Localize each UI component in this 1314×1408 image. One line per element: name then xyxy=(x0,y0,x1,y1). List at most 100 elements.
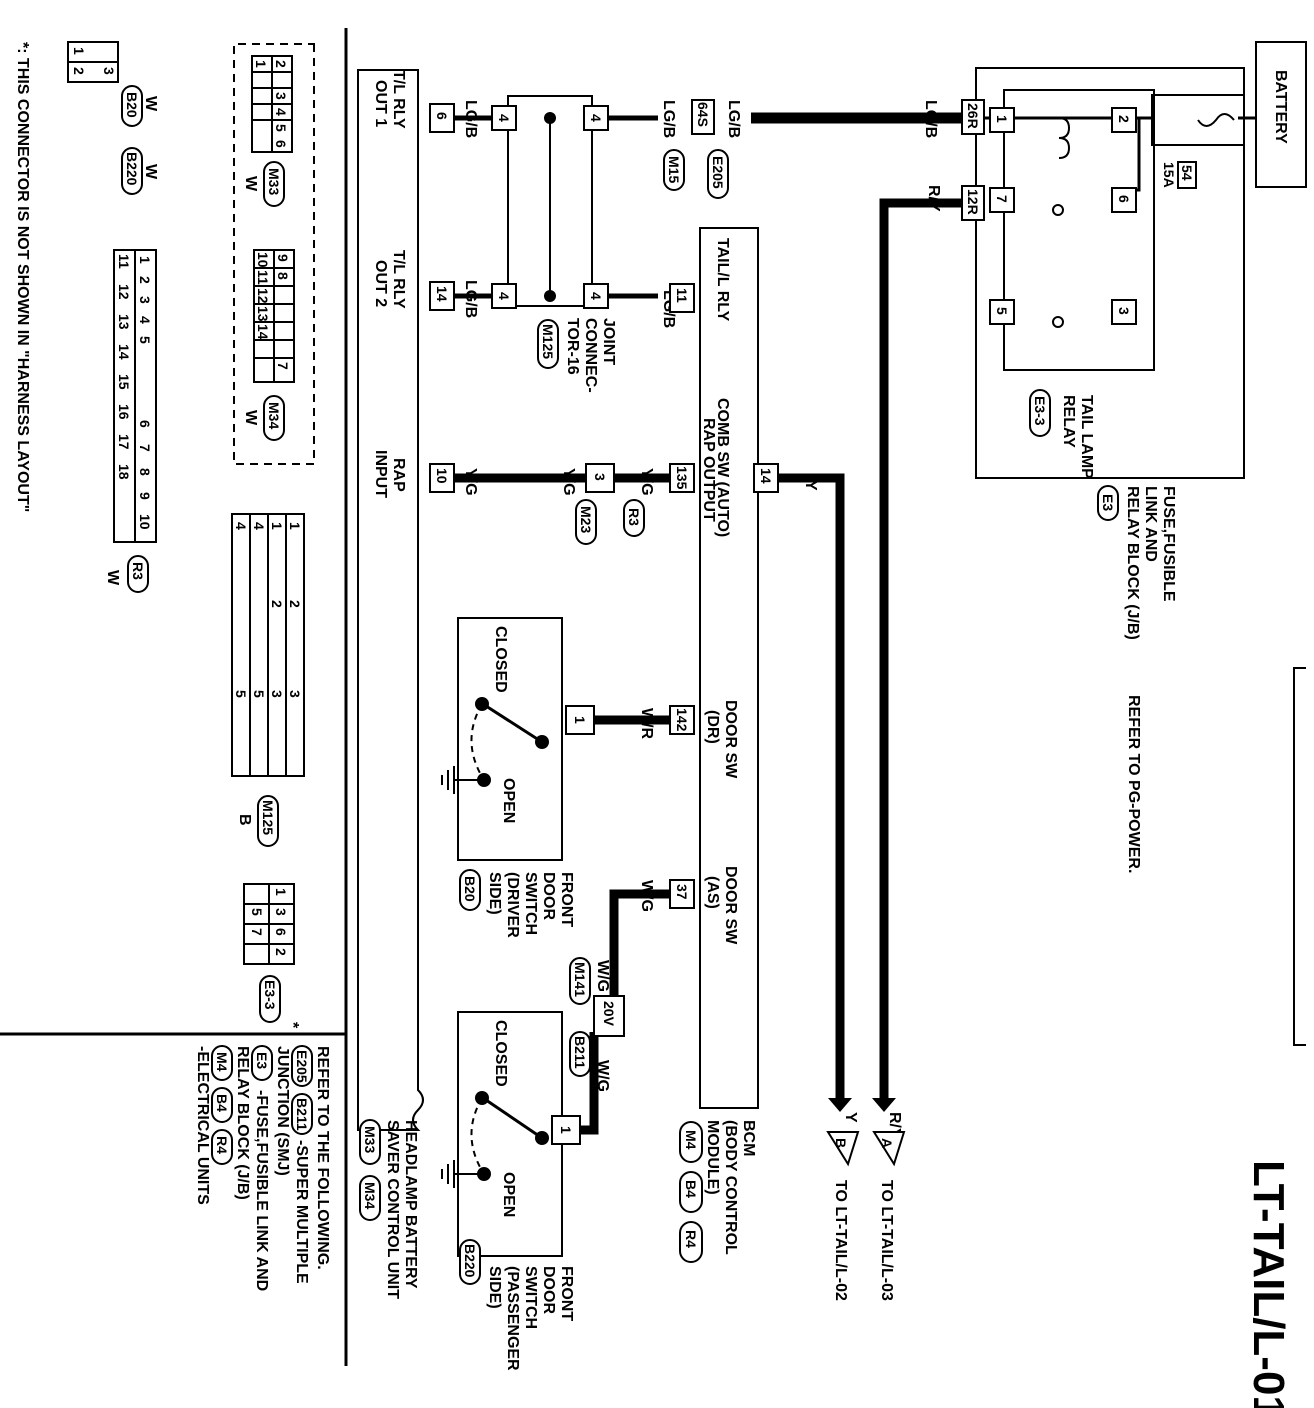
svg-text:M4: M4 xyxy=(214,1052,230,1072)
fuse-block-connector-badge xyxy=(1097,485,1119,521)
svg-text:12: 12 xyxy=(255,288,271,304)
svg-text:11: 11 xyxy=(255,270,271,285)
svg-text:E3-3: E3-3 xyxy=(262,980,278,1010)
battery-label: BATTERY xyxy=(1272,70,1289,144)
svg-text:(PASSENGER: (PASSENGER xyxy=(504,1266,521,1371)
svg-text:RELAY BLOCK (J/B): RELAY BLOCK (J/B) xyxy=(234,1046,251,1200)
svg-text:OUT 1: OUT 1 xyxy=(372,80,389,127)
joint-label-1: JOINT xyxy=(600,318,617,365)
svg-text:11: 11 xyxy=(674,288,690,303)
svg-text:SIDE): SIDE) xyxy=(486,872,503,915)
wire-lgb-5: LG/B xyxy=(462,280,479,318)
svg-text:2: 2 xyxy=(1116,115,1132,123)
svg-text:FRONT: FRONT xyxy=(558,872,575,927)
svg-text:M33: M33 xyxy=(266,168,282,195)
tail-relay-connector-badge xyxy=(1029,389,1051,437)
page-title: LT-TAIL/L-01 xyxy=(1244,1160,1293,1408)
door-as-pin-box xyxy=(551,1115,581,1145)
svg-text:1: 1 xyxy=(269,522,285,530)
bcm-terminals: 11 TAIL/L RLY 14 COMB SW (AUTO) 135 RAP … xyxy=(669,238,779,945)
svg-text:37: 37 xyxy=(674,884,690,900)
m23-connector: M23 xyxy=(578,506,594,533)
svg-text:7: 7 xyxy=(249,928,265,936)
relay-contact-5 xyxy=(1052,316,1064,328)
svg-text:11: 11 xyxy=(116,254,132,269)
svg-text:3: 3 xyxy=(137,296,153,304)
m33-badge xyxy=(359,1119,381,1165)
svg-text:4: 4 xyxy=(273,108,289,116)
svg-text:B: B xyxy=(236,814,253,826)
door-dr-closed: CLOSED xyxy=(492,626,509,693)
fuse-amp-label: 15A xyxy=(1161,162,1177,188)
inline-as-m141: M141 xyxy=(572,962,588,997)
bcm-label-3: MODULE) xyxy=(704,1120,721,1195)
svg-text:3: 3 xyxy=(287,690,303,698)
svg-text:7: 7 xyxy=(137,444,153,452)
joint-label-3: TOR-16 xyxy=(564,318,581,375)
wire-ry-1: R/Y xyxy=(925,185,942,212)
svg-text:M4: M4 xyxy=(683,1130,699,1150)
svg-text:7: 7 xyxy=(994,195,1010,203)
joint-pins: 4 4 4 4 xyxy=(491,105,609,309)
svg-text:2: 2 xyxy=(273,60,289,68)
legend-e33: 1 2 5 7 3 6 E3-3 * xyxy=(243,883,301,1029)
fuse-block-label-1: FUSE,FUSIBLE xyxy=(1160,486,1177,602)
svg-text:4: 4 xyxy=(137,316,153,324)
svg-text:14: 14 xyxy=(758,468,774,484)
m34-badge xyxy=(359,1175,381,1221)
m15-connector: M15 xyxy=(666,156,682,183)
svg-text:12: 12 xyxy=(116,284,132,300)
svg-text:2: 2 xyxy=(273,948,289,956)
door-dr-blade xyxy=(485,704,543,744)
svg-text:FRONT: FRONT xyxy=(558,1266,575,1321)
door-dr-connector-badge xyxy=(459,869,481,911)
bcm-label-1: BCM xyxy=(740,1120,757,1156)
svg-text:SWITCH: SWITCH xyxy=(522,1266,539,1329)
legend-m34: 9 8 7 10 11 12 13 14 M34 W xyxy=(242,249,295,441)
relay-coil xyxy=(1058,117,1071,159)
svg-text:TO LT-TAIL/L-03: TO LT-TAIL/L-03 xyxy=(878,1180,895,1301)
svg-text:JUNCTION (SMJ): JUNCTION (SMJ) xyxy=(274,1046,291,1176)
svg-text:13: 13 xyxy=(255,306,271,322)
relay-contact-6 xyxy=(1052,204,1064,216)
svg-text:COMB SW (AUTO): COMB SW (AUTO) xyxy=(714,398,731,537)
wire-lgb-6: LG/B xyxy=(462,100,479,138)
wire-y-2: Y xyxy=(842,1112,859,1123)
svg-text:M34: M34 xyxy=(266,402,282,429)
svg-text:1: 1 xyxy=(137,256,153,264)
svg-text:1: 1 xyxy=(273,888,289,896)
e205-badge xyxy=(707,149,729,199)
svg-text:(AS): (AS) xyxy=(704,876,721,909)
wire-lgb-2: LG/B xyxy=(725,100,742,138)
inline-as-pin: 20V xyxy=(601,1001,617,1027)
svg-text:14: 14 xyxy=(255,324,271,340)
door-dr-open: OPEN xyxy=(500,778,517,823)
svg-text:5: 5 xyxy=(251,690,267,698)
svg-text:4: 4 xyxy=(588,114,604,122)
svg-text:1: 1 xyxy=(253,60,269,68)
joint-lgb-pin-box xyxy=(691,99,715,135)
svg-text:DOOR: DOOR xyxy=(540,872,557,920)
svg-text:A: A xyxy=(879,1138,895,1148)
door-as-connector-badge xyxy=(459,1239,481,1285)
svg-text:RAP OUTPUT: RAP OUTPUT xyxy=(700,418,717,522)
svg-text:6: 6 xyxy=(434,112,450,120)
svg-text:(DRIVER: (DRIVER xyxy=(504,872,521,938)
svg-text:W: W xyxy=(242,410,259,426)
door-as-ground xyxy=(441,1160,484,1188)
svg-text:135: 135 xyxy=(674,466,690,490)
e205-connector: E205 xyxy=(710,156,726,189)
svg-text:SIDE): SIDE) xyxy=(486,1266,503,1309)
svg-text:2: 2 xyxy=(71,67,87,75)
jb-pin-lgb: 26R xyxy=(965,103,981,129)
bcm-label-2: (BODY CONTROL xyxy=(722,1120,739,1255)
svg-text:10: 10 xyxy=(137,514,153,530)
svg-text:W: W xyxy=(242,176,259,192)
door-as-open: OPEN xyxy=(500,1172,517,1217)
svg-text:18: 18 xyxy=(116,464,132,480)
svg-text:2: 2 xyxy=(287,600,303,608)
svg-text:4: 4 xyxy=(496,292,512,300)
fuse-block-label-2: LINK AND xyxy=(1142,486,1159,562)
hbs-m34: M34 xyxy=(362,1182,378,1209)
